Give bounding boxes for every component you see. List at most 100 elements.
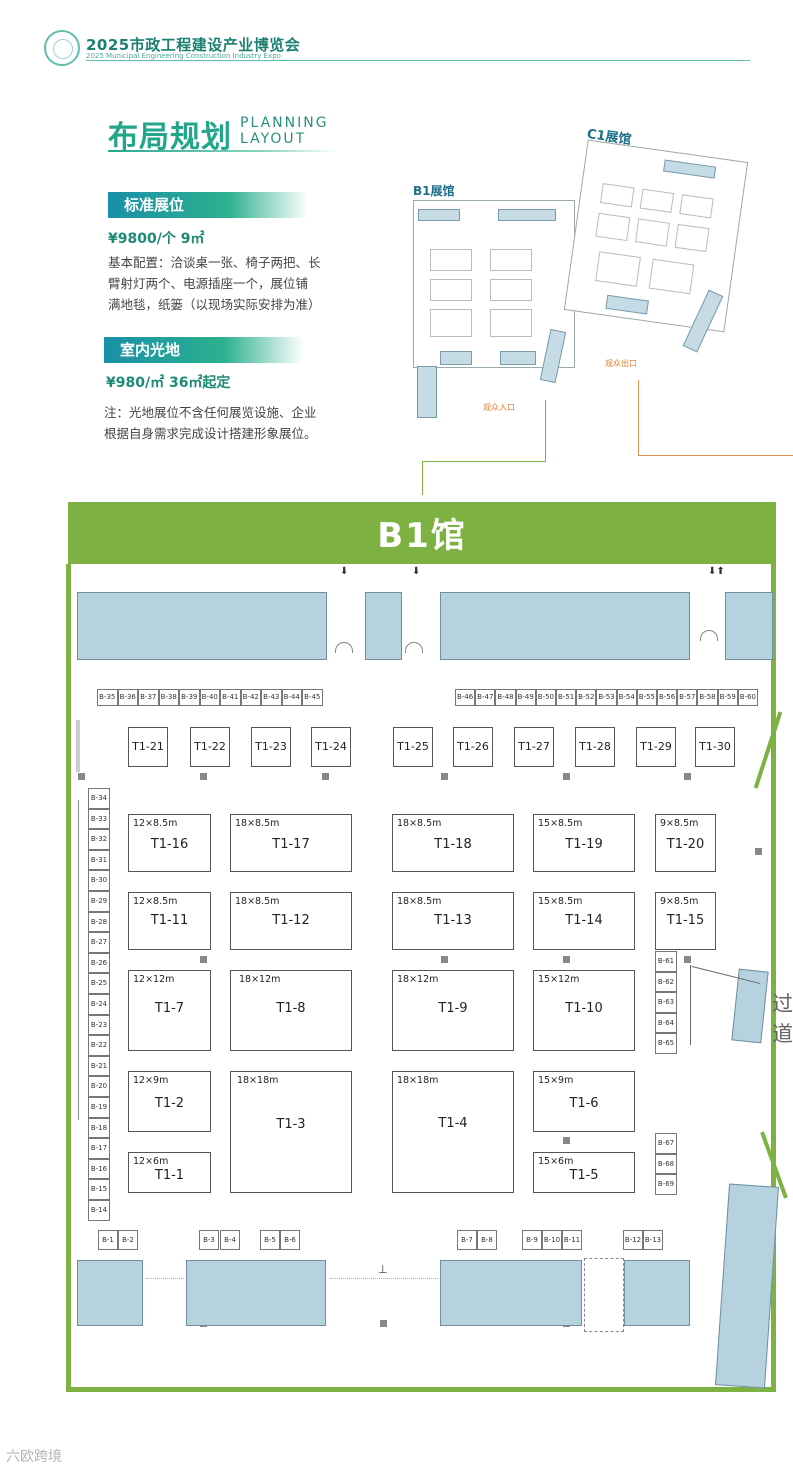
booth-t1-27[interactable]: T1-27 (514, 727, 554, 767)
small-booth[interactable]: B-69 (655, 1174, 677, 1195)
small-booth[interactable]: B-26 (88, 952, 110, 974)
small-booth[interactable]: B-58 (697, 689, 718, 706)
small-booth[interactable]: B-47 (475, 689, 496, 706)
small-booth[interactable]: B-33 (88, 808, 110, 830)
small-booth[interactable]: B-4 (220, 1230, 240, 1250)
small-booth[interactable]: B-63 (655, 992, 677, 1013)
small-booth[interactable]: B-11 (562, 1230, 582, 1250)
small-booth[interactable]: B-35 (97, 689, 118, 706)
small-booth[interactable]: B-16 (88, 1158, 110, 1180)
small-booth[interactable]: B-64 (655, 1012, 677, 1034)
small-booth[interactable]: B-14 (88, 1200, 110, 1221)
booth-t1-25[interactable]: T1-25 (393, 727, 433, 767)
small-booth[interactable]: B-38 (158, 689, 179, 706)
small-booth[interactable]: B-65 (655, 1033, 677, 1054)
booth-t1-23[interactable]: T1-23 (251, 727, 291, 767)
booth-dimension: 18×12m (397, 974, 439, 985)
small-booth[interactable]: B-6 (280, 1230, 300, 1250)
small-booth[interactable]: B-56 (657, 689, 678, 706)
small-booth[interactable]: B-67 (655, 1133, 677, 1154)
small-booth[interactable]: B-13 (643, 1230, 663, 1250)
booth-t1-22[interactable]: T1-22 (190, 727, 230, 767)
small-booth[interactable]: B-57 (677, 689, 698, 706)
small-booth[interactable]: B-5 (260, 1230, 280, 1250)
small-booth[interactable]: B-3 (199, 1230, 219, 1250)
small-booth[interactable]: B-23 (88, 1014, 110, 1036)
small-booth[interactable]: B-39 (179, 689, 200, 706)
small-booth[interactable]: B-52 (576, 689, 597, 706)
small-booth[interactable]: B-40 (199, 689, 220, 706)
small-booth[interactable]: B-18 (88, 1117, 110, 1139)
small-booth[interactable]: B-32 (88, 829, 110, 850)
small-booth[interactable]: B-12 (623, 1230, 643, 1250)
small-booth[interactable]: B-51 (556, 689, 577, 706)
booth-t1-21[interactable]: T1-21 (128, 727, 168, 767)
small-booth[interactable]: B-62 (655, 971, 677, 993)
small-booth[interactable]: B-19 (88, 1097, 110, 1118)
small-booth[interactable]: B-29 (88, 891, 110, 912)
small-booth[interactable]: B-1 (98, 1230, 118, 1250)
small-booth[interactable]: B-49 (515, 689, 536, 706)
small-booth[interactable]: B-61 (655, 951, 677, 972)
small-booth[interactable]: B-31 (88, 849, 110, 871)
small-booth[interactable]: B-43 (261, 689, 282, 706)
small-booth[interactable]: B-21 (88, 1055, 110, 1077)
small-booth[interactable]: B-48 (495, 689, 516, 706)
small-booth[interactable]: B-30 (88, 870, 110, 891)
small-booth[interactable]: B-46 (455, 689, 476, 706)
small-booth[interactable]: B-36 (117, 689, 138, 706)
small-booth[interactable]: B-45 (302, 689, 323, 706)
small-booth[interactable]: B-44 (281, 689, 302, 706)
small-booth[interactable]: B-15 (88, 1179, 110, 1200)
small-booth[interactable]: B-8 (477, 1230, 497, 1250)
small-booth[interactable]: B-60 (737, 689, 758, 706)
small-booth[interactable]: B-9 (522, 1230, 542, 1250)
small-booth[interactable]: B-59 (717, 689, 738, 706)
small-booth[interactable]: B-55 (636, 689, 657, 706)
small-booth[interactable]: B-20 (88, 1076, 110, 1097)
small-booth[interactable]: B-24 (88, 994, 110, 1015)
booth-t1-30[interactable]: T1-30 (695, 727, 735, 767)
small-booth[interactable]: B-25 (88, 973, 110, 994)
small-booth[interactable]: B-34 (88, 788, 110, 809)
small-booth[interactable]: B-28 (88, 911, 110, 933)
small-booth[interactable]: B-68 (655, 1153, 677, 1175)
booth-dimension: 9×8.5m (660, 818, 699, 829)
booth-t1-26[interactable]: T1-26 (453, 727, 493, 767)
small-booth[interactable]: B-10 (542, 1230, 562, 1250)
booth-t1-28[interactable]: T1-28 (575, 727, 615, 767)
booth-t1-29[interactable]: T1-29 (636, 727, 676, 767)
small-booth[interactable]: B-41 (220, 689, 241, 706)
small-booth[interactable]: B-7 (457, 1230, 477, 1250)
small-booth[interactable]: B-17 (88, 1138, 110, 1159)
small-booth[interactable]: B-37 (138, 689, 159, 706)
small-booth[interactable]: B-2 (118, 1230, 138, 1250)
small-booth[interactable]: B-50 (535, 689, 556, 706)
small-booth[interactable]: B-42 (240, 689, 261, 706)
small-booth[interactable]: B-22 (88, 1035, 110, 1056)
small-booth[interactable]: B-27 (88, 932, 110, 953)
small-booth[interactable]: B-53 (596, 689, 617, 706)
small-booth[interactable]: B-54 (616, 689, 637, 706)
booth-t1-24[interactable]: T1-24 (311, 727, 351, 767)
